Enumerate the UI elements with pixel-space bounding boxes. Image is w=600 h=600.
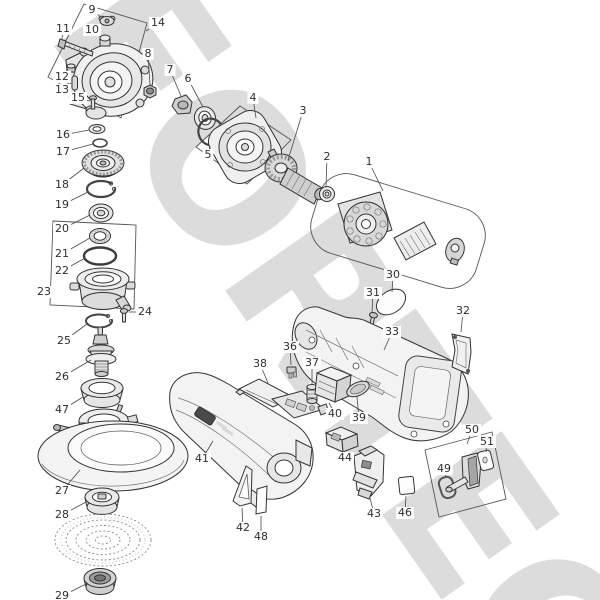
part-1-stator-drawing <box>337 191 393 247</box>
leader-line-10 <box>91 29 102 38</box>
leader-line-46 <box>404 495 407 514</box>
part-20-drawing <box>88 203 114 223</box>
leader-line-36 <box>289 346 292 366</box>
leader-line-31 <box>371 292 374 313</box>
part-26-drawing <box>85 326 117 377</box>
part-40-drawing <box>314 366 353 403</box>
leader-line-11 <box>61 28 64 40</box>
part-50-lever-drawing <box>445 452 482 493</box>
leader-line-17 <box>62 143 94 153</box>
part-7-drawing <box>171 94 193 115</box>
part-16-drawing <box>88 124 106 134</box>
leader-line-44 <box>340 452 346 459</box>
part-2-drawing <box>319 186 335 202</box>
leader-line-42 <box>241 507 244 529</box>
part-12-drawing <box>66 63 76 73</box>
leader-line-49 <box>443 468 447 478</box>
part-51-drawing <box>477 449 495 472</box>
part-47-drawing <box>80 378 124 408</box>
part-14-box <box>47 3 148 119</box>
part-24-drawing <box>119 308 129 323</box>
part-25-drawing <box>85 313 113 329</box>
part-46-drawing <box>397 475 416 495</box>
leader-line-3 <box>287 110 304 161</box>
part-18-drawing <box>81 149 125 178</box>
part-48-drawing <box>255 485 268 515</box>
part-30-drawing <box>375 288 407 316</box>
leader-line-2 <box>325 156 328 188</box>
part-33-drawing <box>291 306 469 442</box>
part-1-box <box>310 173 486 289</box>
part-10-drawing <box>99 34 111 47</box>
leader-line-47 <box>61 396 84 411</box>
part-36-drawing <box>286 366 297 379</box>
leader-line-5 <box>207 145 211 156</box>
part-4-plate-drawing <box>208 110 282 184</box>
leader-line-14 <box>145 22 159 32</box>
leader-line-29 <box>61 582 89 597</box>
part-15-drawing <box>89 95 97 110</box>
part-42-drawing <box>232 465 253 507</box>
leader-line-50 <box>466 429 473 445</box>
part-9-drawing <box>98 15 116 26</box>
leader-line-19 <box>61 191 89 206</box>
leader-line-26 <box>61 359 92 378</box>
part-23-bearing-box-drawing <box>69 267 136 312</box>
part-19-drawing <box>85 179 117 199</box>
leader-line-43 <box>369 497 375 515</box>
part-8-drawing <box>143 84 157 99</box>
part-13-drawing <box>71 75 78 91</box>
part-32-drawing <box>451 333 472 375</box>
part-grinding-wheel-drawing <box>54 513 152 567</box>
leader-line-22 <box>61 257 86 272</box>
part-28-drawing <box>84 487 120 515</box>
part-17-drawing <box>92 138 108 148</box>
part-23-box <box>49 220 137 310</box>
leader-line-25 <box>63 323 88 342</box>
part-3-drawing <box>264 148 326 205</box>
leader-line-1 <box>368 161 384 192</box>
part-11-drawing <box>57 38 94 57</box>
part-43-drawing <box>352 445 385 500</box>
leader-line-32 <box>460 310 464 333</box>
part-21-drawing <box>89 228 111 244</box>
part-1-baffle-drawing <box>393 221 437 261</box>
part-44-drawing <box>324 426 359 453</box>
part-37-drawing <box>306 384 318 404</box>
part-27-drawing <box>37 420 189 492</box>
part-38-drawing <box>235 378 330 419</box>
part-1-endcap-drawing <box>445 237 465 266</box>
part-39-drawing <box>346 380 370 398</box>
leader-line-9 <box>91 9 103 19</box>
part-50-box <box>424 431 507 518</box>
part-29-drawing <box>83 568 117 595</box>
part-22-drawing <box>82 246 118 266</box>
part-41-drawing <box>169 372 314 508</box>
leader-line-40 <box>328 402 336 415</box>
leader-line-28 <box>61 501 87 516</box>
leader-line-18 <box>61 167 85 186</box>
leader-line-16 <box>62 129 90 136</box>
leader-line-7 <box>169 69 182 97</box>
part-6-drawing <box>193 106 217 130</box>
